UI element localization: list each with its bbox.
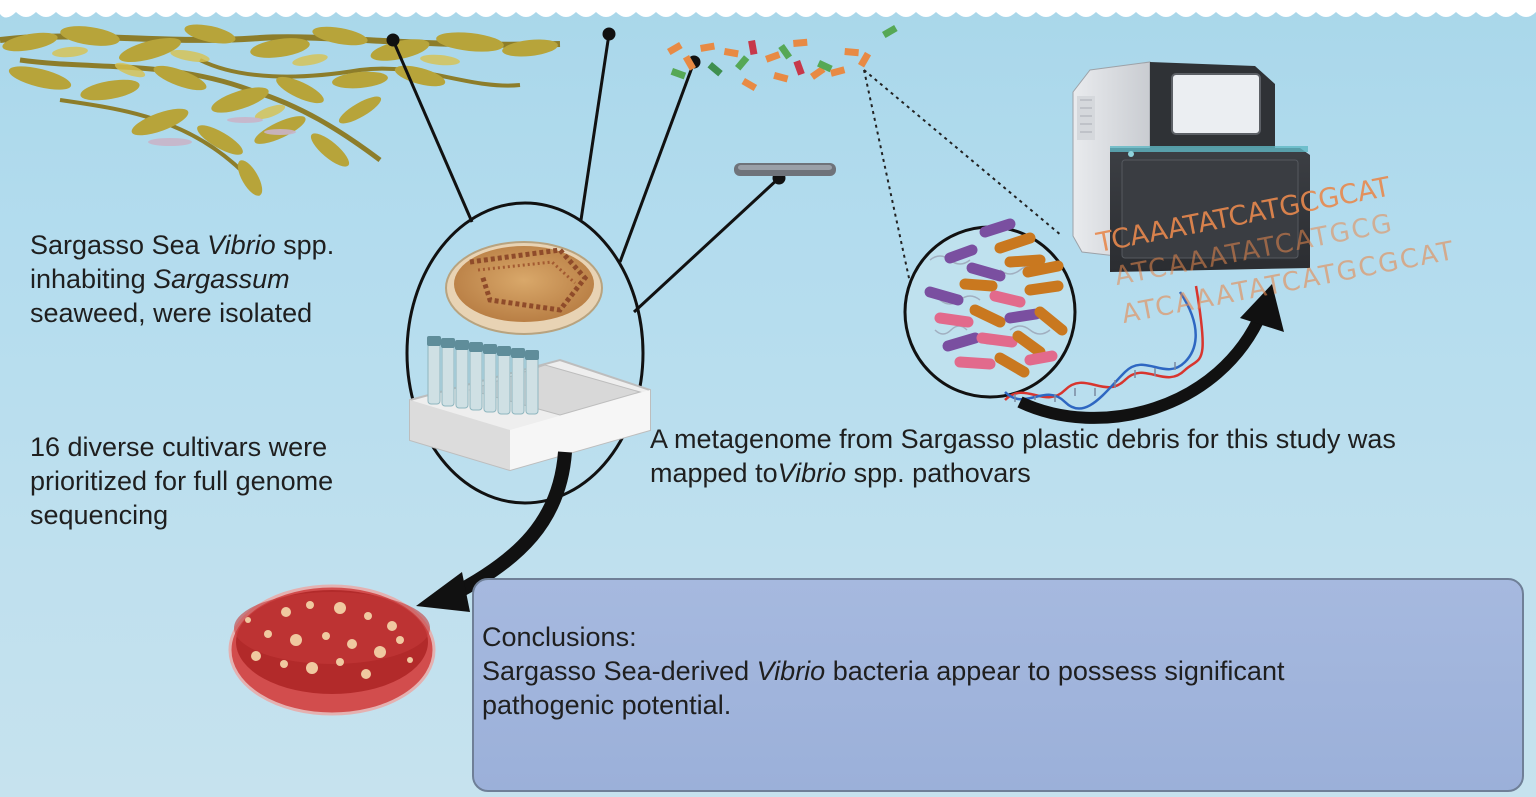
plastic-debris-fragments — [667, 24, 898, 92]
pointer-lines — [386, 27, 786, 314]
cultivar-line-1: 16 diverse cultivars were — [30, 432, 328, 462]
conclusion-text: Conclusions: Sargasso Sea-derived Vibrio… — [482, 620, 1284, 722]
isolation-description: Sargasso Sea Vibrio spp. inhabiting Sarg… — [30, 228, 334, 330]
tube-rack — [409, 336, 651, 472]
conclusion-line-1: Sargasso Sea-derived Vibrio bacteria app… — [482, 656, 1285, 686]
sargassum-seaweed-illustration — [0, 24, 561, 196]
arrow-to-agar-plate — [416, 451, 572, 612]
conclusion-heading: Conclusions: — [482, 622, 637, 652]
plastic-particle — [734, 163, 836, 176]
isolation-line-3: seaweed, were isolated — [30, 298, 313, 328]
arrow-to-sequencing — [1017, 284, 1284, 424]
cultivar-line-3: sequencing — [30, 500, 169, 530]
dna-double-helix — [1004, 285, 1204, 410]
zoom-dotted-lines — [863, 69, 1063, 293]
metagenome-line-1: A metagenome from Sargasso plastic debri… — [650, 424, 1396, 454]
cultivar-line-2: prioritized for full genome — [30, 466, 334, 496]
conclusion-line-2: pathogenic potential. — [482, 690, 732, 720]
streak-plate-petri-dish — [445, 241, 603, 335]
isolation-line-2: inhabiting Sargassum — [30, 264, 290, 294]
metagenome-line-2: mapped toVibrio spp. pathovars — [650, 458, 1031, 488]
dna-sequencer — [1072, 61, 1310, 272]
blood-agar-petri-dish — [228, 584, 436, 716]
isolation-line-1: Sargasso Sea Vibrio spp. — [30, 230, 335, 260]
isolation-oval — [405, 201, 645, 505]
cultivar-description: 16 diverse cultivars were prioritized fo… — [30, 430, 333, 532]
conclusion-box — [472, 578, 1524, 792]
magnified-bacteria-circle — [903, 218, 1077, 399]
sea-surface — [0, 0, 1536, 18]
metagenome-description: A metagenome from Sargasso plastic debri… — [650, 422, 1396, 490]
